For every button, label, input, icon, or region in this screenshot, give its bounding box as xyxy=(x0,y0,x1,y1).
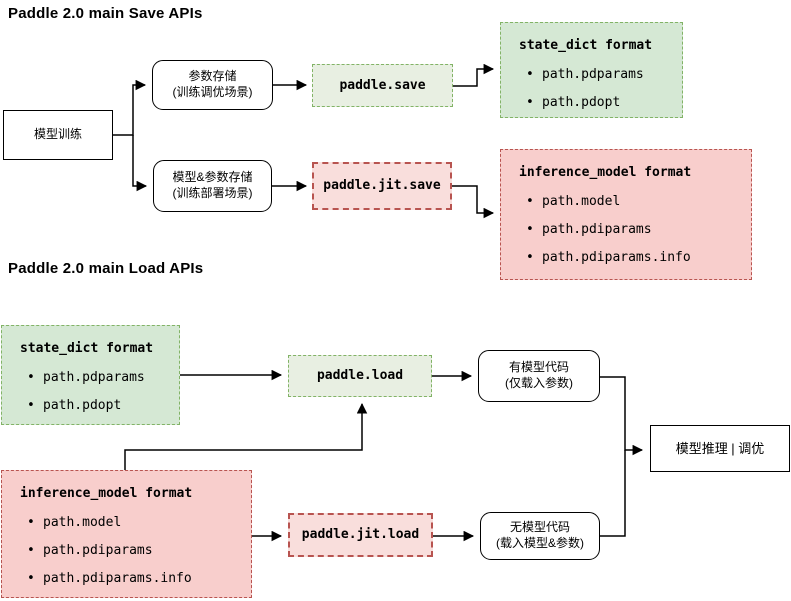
node-paddle-load: paddle.load xyxy=(288,355,432,397)
file-list-item: path.model xyxy=(519,194,691,209)
node-with-model-code-line2: (仅载入参数) xyxy=(505,376,573,390)
node-inference-model-format-save: inference_model format path.model path.p… xyxy=(500,149,752,280)
node-no-model-code-line2: (载入模型&参数) xyxy=(496,536,584,550)
node-model-param-storage-line1: 模型&参数存储 xyxy=(172,170,253,185)
file-list-item: path.pdopt xyxy=(20,398,145,413)
state-dict-load-file-list: path.pdparams path.pdopt xyxy=(20,357,145,413)
node-paddle-jit-load: paddle.jit.load xyxy=(288,513,433,557)
node-paddle-save: paddle.save xyxy=(312,64,453,107)
node-model-training: 模型训练 xyxy=(3,110,113,160)
save-section-title: Paddle 2.0 main Save APIs xyxy=(8,5,203,22)
node-param-storage-line1: 参数存储 xyxy=(188,69,237,84)
node-param-storage: 参数存储 (训练调优场景) xyxy=(152,60,273,110)
connector-paddle-jit-save-to-inference-model xyxy=(452,185,495,219)
node-inference-model-format-load: inference_model format path.model path.p… xyxy=(1,470,252,598)
inference-model-load-title: inference_model format xyxy=(20,486,193,501)
node-model-inference: 模型推理 | 调优 xyxy=(650,425,790,472)
node-model-param-storage-line2: (训练部署场景) xyxy=(172,186,253,200)
connector-paddle-save-to-state-dict xyxy=(453,63,495,87)
file-list-item: path.pdiparams xyxy=(519,222,691,237)
file-name: path.pdiparams.info xyxy=(43,571,192,587)
node-no-model-code: 无模型代码 (载入模型&参数) xyxy=(480,512,600,560)
file-name: path.pdiparams xyxy=(542,222,652,238)
inference-model-save-title: inference_model format xyxy=(519,165,692,180)
file-list-item: path.pdiparams.info xyxy=(20,571,192,586)
file-list-item: path.pdopt xyxy=(519,95,644,110)
file-name: path.model xyxy=(43,515,122,531)
load-section-title: Paddle 2.0 main Load APIs xyxy=(8,260,204,277)
inference-model-load-file-list: path.model path.pdiparams path.pdiparams… xyxy=(20,502,192,586)
file-list-item: path.pdparams xyxy=(519,67,644,82)
node-paddle-jit-save: paddle.jit.save xyxy=(312,162,452,210)
file-list-item: path.pdiparams.info xyxy=(519,250,691,265)
file-name: path.pdiparams xyxy=(43,543,153,559)
file-list-item: path.pdiparams xyxy=(20,543,192,558)
file-list-item: path.model xyxy=(20,515,192,530)
node-no-model-code-line1: 无模型代码 xyxy=(509,520,570,535)
file-name: path.pdopt xyxy=(542,95,621,111)
state-dict-save-file-list: path.pdparams path.pdopt xyxy=(519,54,644,110)
node-param-storage-line2: (训练调优场景) xyxy=(172,85,253,99)
connector-with-model-code-to-model-inference xyxy=(600,376,644,456)
node-model-training-label: 模型训练 xyxy=(33,127,82,142)
file-name: path.pdparams xyxy=(542,67,644,83)
state-dict-save-title: state_dict format xyxy=(519,38,653,53)
state-dict-load-title: state_dict format xyxy=(20,341,154,356)
node-model-param-storage: 模型&参数存储 (训练部署场景) xyxy=(153,160,272,212)
node-state-dict-format-load: state_dict format path.pdparams path.pdo… xyxy=(1,325,180,425)
file-list-item: path.pdparams xyxy=(20,370,145,385)
node-state-dict-format-save: state_dict format path.pdparams path.pdo… xyxy=(500,22,683,118)
inference-model-save-file-list: path.model path.pdiparams path.pdiparams… xyxy=(519,181,691,265)
node-with-model-code-line1: 有模型代码 xyxy=(508,360,569,375)
connector-training-to-model-param-storage xyxy=(132,135,148,192)
connector-no-model-code-to-model-inference xyxy=(600,450,626,537)
file-name: path.pdopt xyxy=(43,398,122,414)
file-name: path.pdiparams.info xyxy=(542,250,691,266)
file-name: path.model xyxy=(542,194,621,210)
file-name: path.pdparams xyxy=(43,370,145,386)
connector-training-to-param-storage xyxy=(113,79,147,136)
node-with-model-code: 有模型代码 (仅载入参数) xyxy=(478,350,600,402)
